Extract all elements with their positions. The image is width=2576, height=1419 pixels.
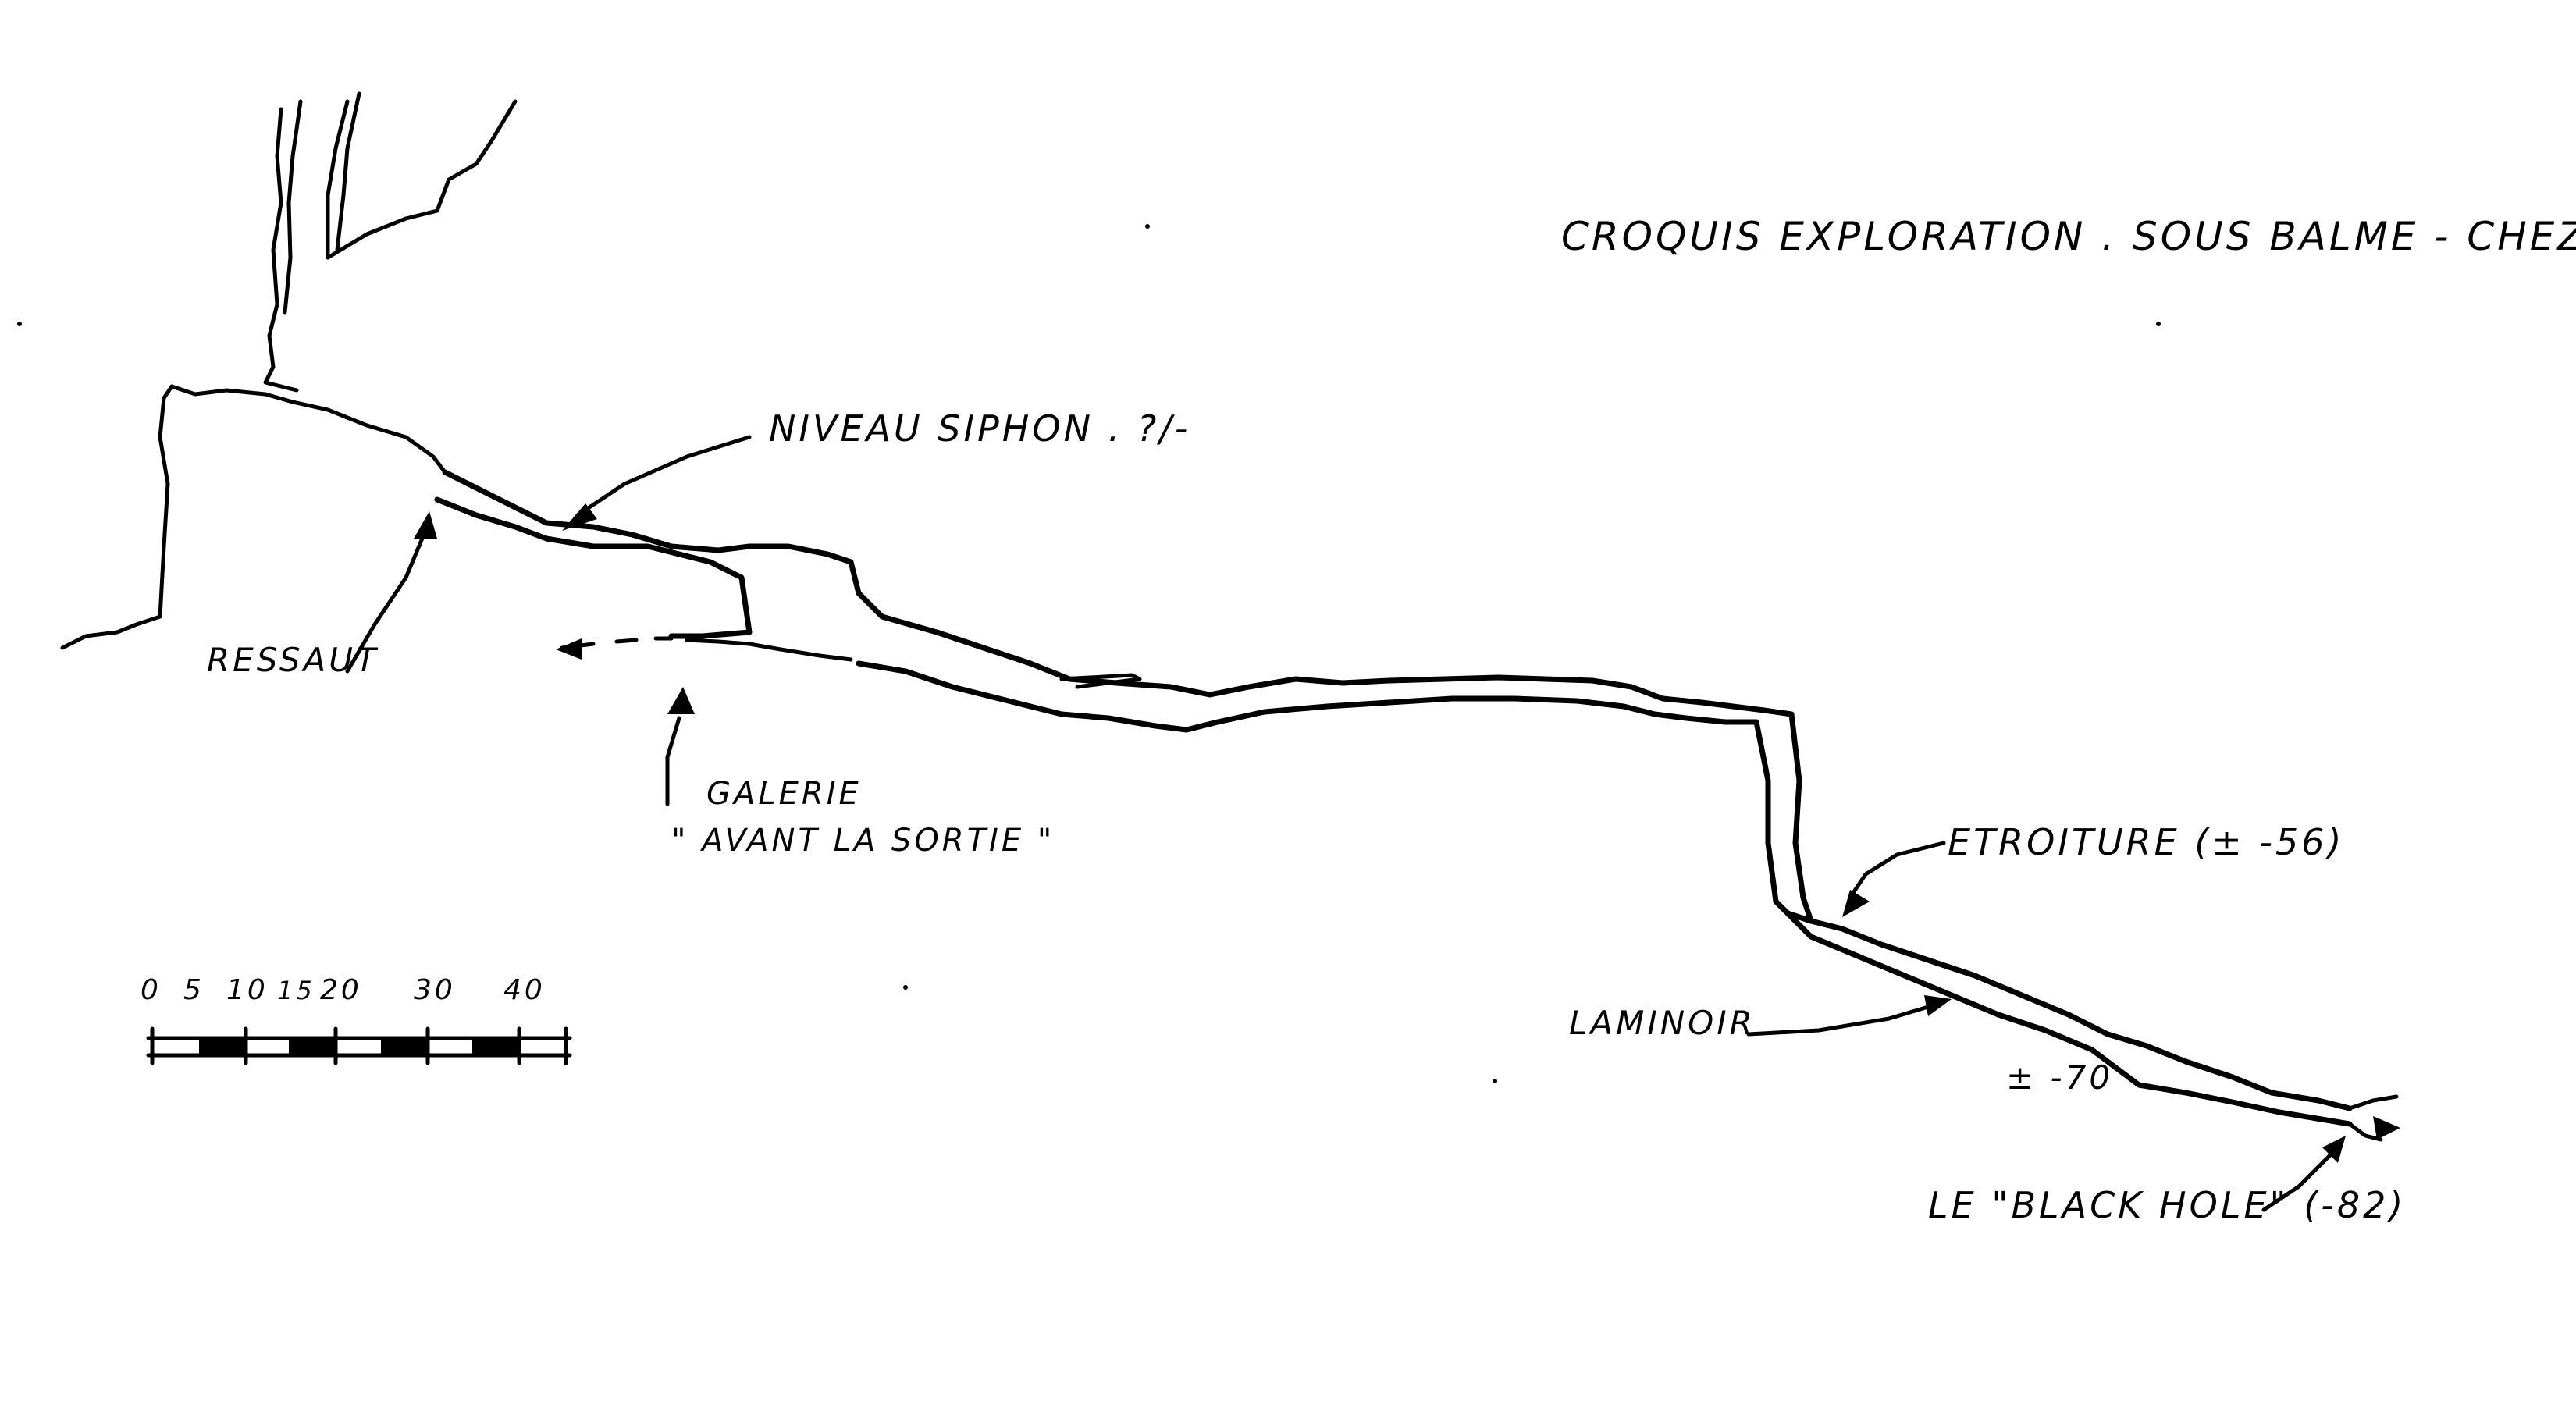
galerie-arrow bbox=[665, 716, 681, 806]
lower-passage-lower-wall bbox=[1784, 910, 2353, 1127]
ressaut-label: RESSAUT bbox=[207, 641, 379, 679]
scale-tick-label-30: 30 bbox=[414, 974, 456, 1006]
black-hole-label-arrowhead bbox=[2322, 1136, 2346, 1163]
black-hole-arrowhead bbox=[2373, 1116, 2400, 1140]
scale-tick-label-40: 40 bbox=[503, 974, 546, 1006]
niveau-siphon-arrowhead bbox=[562, 503, 597, 531]
depth-70-label: ± -70 bbox=[2006, 1058, 2113, 1097]
galerie-arrowhead bbox=[556, 638, 582, 660]
laminoir-arrow bbox=[1746, 1005, 1930, 1037]
niveau-siphon-arrow bbox=[575, 435, 752, 517]
passage-lower-wall bbox=[434, 496, 1814, 924]
black-hole-label: LE "BLACK HOLE" (-82) bbox=[1928, 1184, 2406, 1226]
scale-tick-label-20: 20 bbox=[320, 974, 362, 1006]
passage-upper-wall bbox=[442, 469, 1814, 924]
etroiture-label: ETROITURE (± -56) bbox=[1948, 821, 2345, 863]
galerie-label-line1: GALERIE bbox=[706, 776, 862, 812]
niveau-siphon-label: NIVEAU SIPHON . ?/- bbox=[769, 407, 1190, 450]
sketch-title: CROQUIS EXPLORATION . SOUS BALME - CHEZE… bbox=[1561, 214, 2576, 259]
scale-bar: 0 5 10 15 20 30 40 bbox=[141, 974, 572, 1065]
scale-tick-label-15: 15 bbox=[277, 976, 315, 1005]
black-hole-arrow bbox=[2261, 1149, 2336, 1212]
etroiture-arrow bbox=[1848, 841, 1946, 900]
entrance-shaft-left bbox=[267, 99, 303, 338]
laminoir-label: LAMINOIR bbox=[1569, 1004, 1756, 1042]
side-branch bbox=[1059, 673, 1142, 689]
ressaut-arrowhead bbox=[414, 511, 437, 539]
scale-tick-label-0: 0 bbox=[141, 974, 162, 1006]
lower-passage-upper-wall bbox=[1808, 918, 2353, 1111]
galerie-dashed-branch bbox=[560, 636, 853, 662]
galerie-label-arrowhead bbox=[667, 687, 695, 714]
black-hole-end bbox=[2347, 1094, 2399, 1142]
galerie-label-line2: " AVANT LA SORTIE " bbox=[671, 823, 1055, 859]
entrance-shaft-right bbox=[326, 91, 361, 260]
scale-tick-label-5: 5 bbox=[183, 974, 205, 1006]
ressaut-arrow bbox=[345, 528, 428, 674]
laminoir-arrowhead bbox=[1924, 995, 1952, 1016]
surface-profile bbox=[60, 384, 447, 650]
upper-gallery bbox=[263, 99, 518, 393]
scale-tick-label-10: 10 bbox=[226, 974, 269, 1006]
etroiture-arrowhead bbox=[1842, 890, 1870, 917]
